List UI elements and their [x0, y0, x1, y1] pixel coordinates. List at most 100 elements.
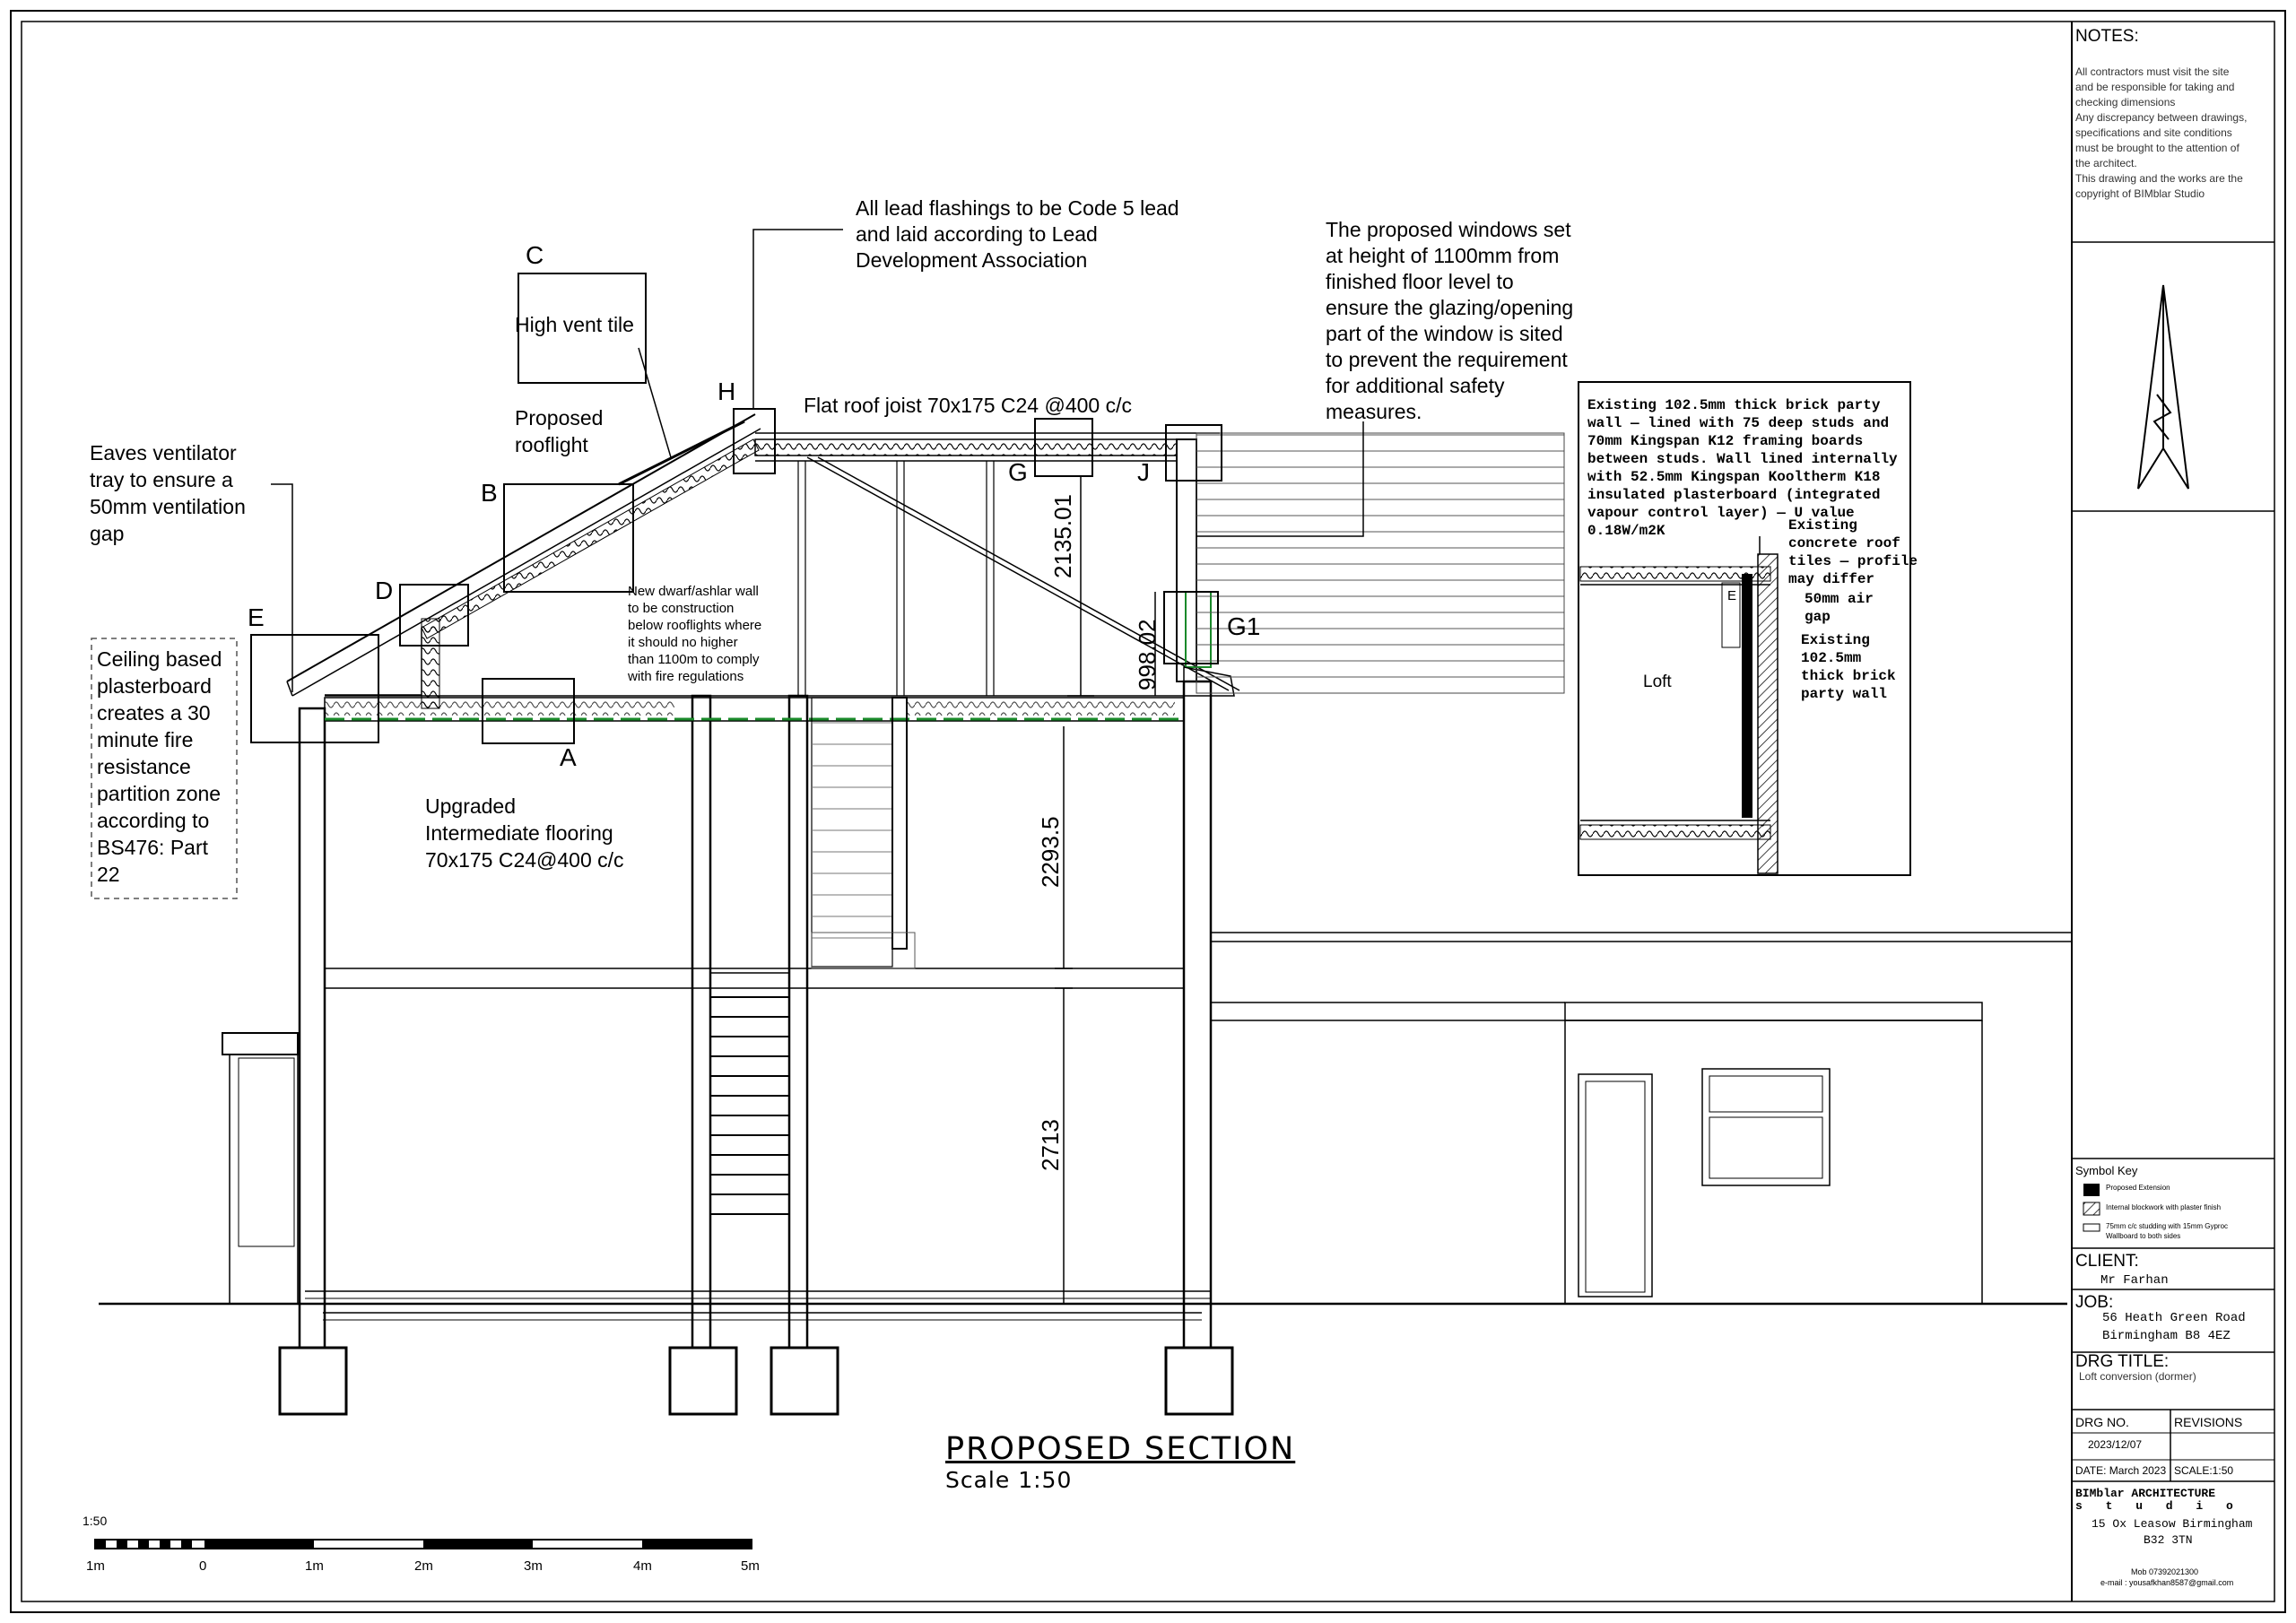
foundation [278, 1346, 348, 1416]
callout-a: A [560, 743, 577, 771]
adjacent-roof [1196, 432, 1565, 694]
callout-g1: G1 [1227, 612, 1261, 640]
porch [229, 1054, 299, 1305]
upgraded-floor-note: Upgraded Intermediate flooring 70x175 C2… [425, 794, 624, 872]
callout-c: C [526, 241, 544, 269]
key-swatch-studding [2083, 1223, 2100, 1232]
north-arrow-icon [2137, 284, 2189, 490]
client-value: Mr Farhan [2100, 1273, 2169, 1288]
loft-stair [811, 697, 893, 968]
symbol-key-item: Proposed Extension [2106, 1184, 2170, 1192]
high-vent-tile-label: High vent tile [515, 313, 634, 336]
foundation [668, 1346, 738, 1416]
party-wall-brick [1757, 553, 1779, 874]
firm-address-2: B32 3TN [2144, 1533, 2193, 1547]
scale-label: 1m [86, 1558, 105, 1574]
job-line2: Birmingham B8 4EZ [2102, 1329, 2231, 1343]
dwarf-wall-note: New dwarf/ashlar wall to be construction… [628, 584, 762, 684]
ceiling-note-box [91, 638, 238, 899]
key-swatch-blockwork [2083, 1202, 2100, 1216]
porch-roof [222, 1032, 299, 1055]
adjacent-window [1701, 1068, 1831, 1186]
callout-box-b [503, 483, 634, 593]
dimension-2293: 2293.5 [1037, 816, 1064, 888]
foundation [1164, 1346, 1234, 1416]
callout-box-c [517, 273, 647, 384]
scale-label: 4m [633, 1558, 652, 1574]
ground-stair [709, 972, 790, 1305]
rooflight-label-1: Proposed [515, 406, 604, 430]
eaves-note: Eaves ventilator tray to ensure a 50mm v… [90, 441, 246, 545]
scale-label: 0 [199, 1558, 207, 1574]
sheet-border [10, 10, 2286, 1613]
internal-wall [691, 694, 712, 1350]
job-label: JOB: [2075, 1293, 2114, 1312]
callout-d: D [375, 577, 394, 604]
existing-tiles-note: Existing concrete roof tiles — profile m… [1788, 517, 1918, 587]
scale-value: SCALE:1:50 [2174, 1464, 2234, 1477]
callout-h: H [718, 378, 736, 405]
right-external-wall [1182, 680, 1213, 1350]
callout-box-e [250, 634, 379, 743]
callout-box-g1 [1163, 591, 1219, 664]
foundation [770, 1346, 839, 1416]
loft-label: Loft [1643, 673, 1672, 691]
party-wall-detail-box [1578, 381, 1911, 876]
drg-title-label: DRG TITLE: [2075, 1352, 2170, 1371]
detail-e-label: E [1727, 588, 1737, 603]
scale-bar [94, 1539, 752, 1549]
callout-box-d [399, 584, 469, 647]
job-line1: 56 Heath Green Road [2102, 1311, 2246, 1325]
adjacent-door [1578, 1073, 1653, 1298]
callout-e: E [248, 603, 265, 631]
drg-no-label: DRG NO. [2075, 1415, 2129, 1429]
drg-title-value: Loft conversion (dormer) [2079, 1370, 2196, 1383]
callout-g: G [1008, 458, 1028, 486]
drg-no-value: 2023/12/07 [2088, 1438, 2143, 1451]
lead-flashing-note: All lead flashings to be Code 5 lead and… [856, 196, 1179, 272]
drawing-scale: Scale 1:50 [945, 1467, 1073, 1493]
notes-heading: NOTES: [2075, 27, 2139, 46]
symbol-key-heading: Symbol Key [2075, 1164, 2138, 1177]
drawing-title: PROPOSED SECTION [945, 1431, 1296, 1467]
firm-email: e-mail : yousafkhan8587@gmail.com [2100, 1578, 2234, 1587]
notes-text: All contractors must visit the site and … [2075, 65, 2248, 200]
firm-mobile: Mob 07392021300 [2131, 1567, 2199, 1576]
scale-label: 5m [741, 1558, 760, 1574]
windows-note: The proposed windows set at height of 11… [1326, 218, 1574, 423]
sheet-inner-border [21, 21, 2275, 1602]
rooflight-label-2: rooflight [515, 433, 588, 456]
firm-name: BIMblar ARCHITECTURE [2075, 1487, 2216, 1500]
callout-box-h [733, 408, 776, 474]
ceiling-note: Ceiling based plasterboard creates a 30 … [97, 647, 222, 886]
callout-box-a [482, 678, 575, 744]
dimension-998: 998.02 [1134, 619, 1161, 690]
party-wall-lining [1742, 574, 1752, 818]
callout-j: J [1137, 458, 1150, 486]
flat-roof-joist-label: Flat roof joist 70x175 C24 @400 c/c [804, 394, 1132, 417]
symbol-key-item: Internal blockwork with plaster finish [2106, 1203, 2222, 1211]
scale-bar-ratio: 1:50 [83, 1514, 108, 1528]
scale-label: 2m [414, 1558, 433, 1574]
date-value: DATE: March 2023 [2075, 1464, 2167, 1477]
flat-roof [754, 438, 1178, 456]
dimension-2135: 2135.01 [1049, 494, 1076, 578]
left-external-wall [298, 707, 326, 1350]
internal-wall [787, 694, 809, 1350]
revisions-label: REVISIONS [2174, 1415, 2243, 1429]
party-wall-spec-note: Existing 102.5mm thick brick party wall … [1587, 397, 1898, 539]
pitched-roof [286, 413, 761, 697]
client-label: CLIENT: [2075, 1252, 2139, 1271]
scale-label: 1m [305, 1558, 324, 1574]
dimension-lines [1055, 475, 1156, 1304]
key-swatch-extension [2083, 1184, 2100, 1196]
callout-box-j [1165, 424, 1222, 482]
dimension-2713: 2713 [1037, 1119, 1064, 1171]
party-wall-note: Existing 102.5mm thick brick party wall [1801, 632, 1896, 702]
firm-address-1: 15 Ox Leasow Birmingham [2092, 1517, 2253, 1531]
firm-name-2: s t u d i o [2075, 1499, 2241, 1513]
air-gap-note: 50mm air gap [1805, 591, 1874, 625]
symbol-key-item: 75mm c/c studding with 15mm Gyproc Wallb… [2106, 1222, 2229, 1240]
scale-label: 3m [524, 1558, 543, 1574]
